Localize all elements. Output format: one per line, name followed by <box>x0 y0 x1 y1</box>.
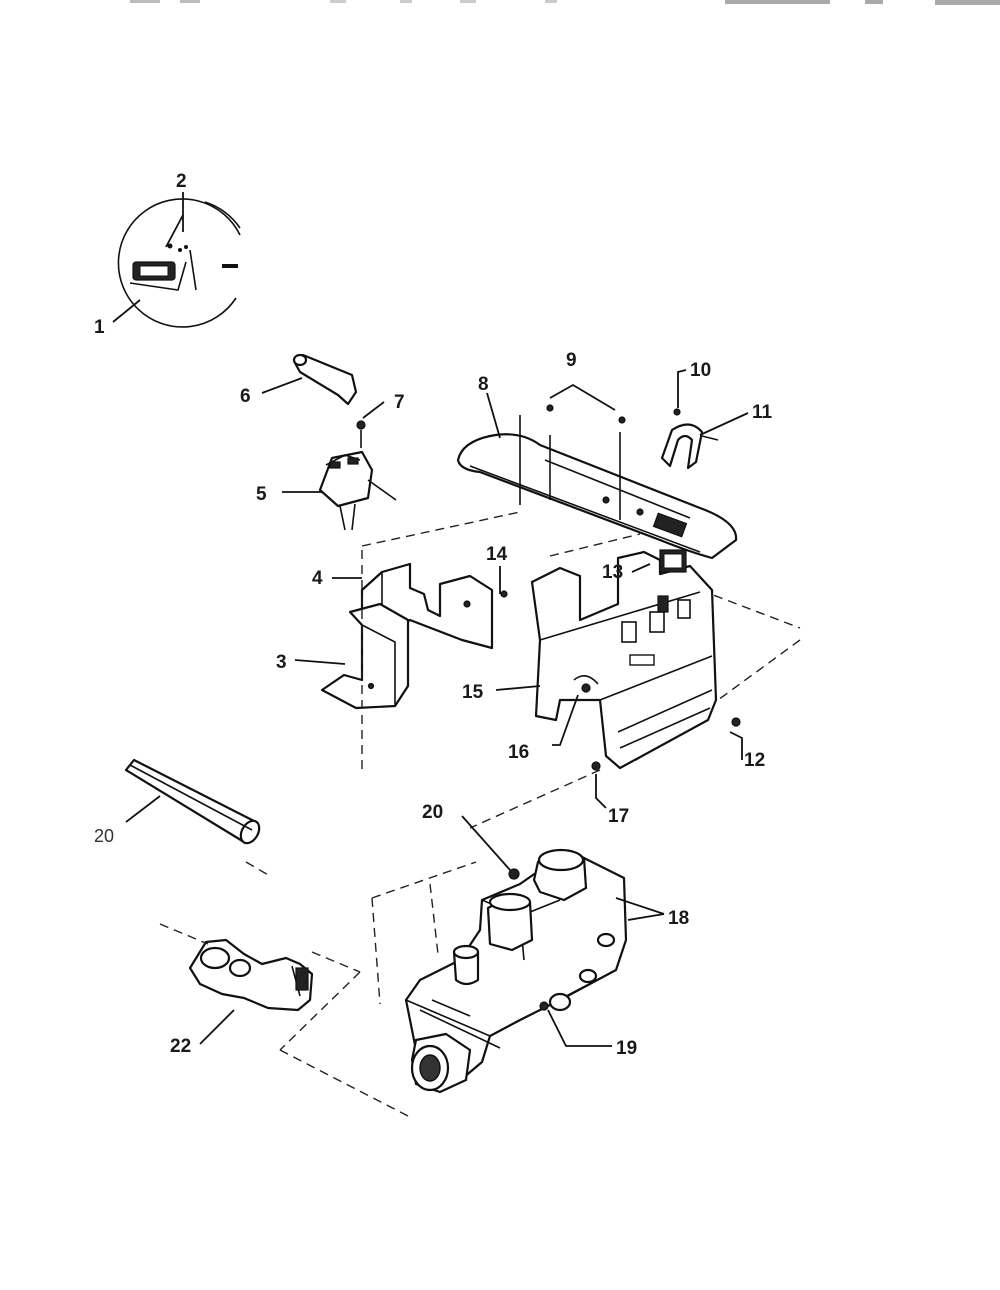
part-15-housing <box>530 549 718 770</box>
detail-inset <box>117 198 241 328</box>
part-7-screw <box>356 420 366 448</box>
callout-12: 12 <box>744 750 765 771</box>
leader-3 <box>294 659 346 665</box>
leader-20-tube <box>125 795 161 823</box>
callout-14: 14 <box>486 544 508 565</box>
callout-labels: 2 1 6 7 5 8 9 10 11 4 14 13 3 15 16 12 1… <box>94 171 773 1059</box>
callout-1: 1 <box>94 317 105 338</box>
leader-18 <box>615 897 665 921</box>
callout-9: 9 <box>566 350 577 371</box>
callout-5: 5 <box>256 484 267 505</box>
part-17-screw <box>591 761 607 809</box>
callout-22: 22 <box>170 1036 191 1057</box>
callout-20-valve: 20 <box>422 802 443 823</box>
callout-19: 19 <box>616 1038 637 1059</box>
callout-2: 2 <box>176 171 187 192</box>
callout-7: 7 <box>394 392 405 413</box>
leader-22 <box>199 1009 235 1045</box>
part-16-bolt <box>552 675 599 746</box>
part-3-mount-bracket <box>320 602 410 710</box>
leader-7 <box>362 401 385 419</box>
leader-8 <box>486 392 501 439</box>
alignment-lines-lower <box>159 861 477 1119</box>
part-11-clip <box>660 412 749 470</box>
callout-10: 10 <box>690 360 711 381</box>
part-8-top-plate <box>456 415 738 560</box>
callout-3: 3 <box>276 652 287 673</box>
part-14-screw <box>499 566 508 598</box>
part-6-lever <box>292 353 358 406</box>
callout-8: 8 <box>478 374 489 395</box>
scan-top-strip <box>130 0 1000 5</box>
leader-10 <box>677 369 687 408</box>
leader-20-valve <box>461 815 511 871</box>
leader-2 <box>165 192 184 248</box>
part-12-screw <box>729 717 743 760</box>
callout-4: 4 <box>312 568 323 589</box>
gas-valve-body <box>404 848 628 1094</box>
part-20-tube <box>124 758 261 845</box>
callout-16: 16 <box>508 742 529 763</box>
part-9-screws <box>546 383 626 424</box>
part-5-valve-assembly <box>318 450 397 531</box>
callout-6: 6 <box>240 386 251 407</box>
leader-6 <box>261 377 303 394</box>
callout-17: 17 <box>608 806 629 827</box>
callout-11: 11 <box>752 402 773 423</box>
leader-1 <box>112 299 141 323</box>
callout-18: 18 <box>668 908 689 929</box>
part-10-screw <box>673 408 681 416</box>
callout-15: 15 <box>462 682 484 703</box>
leader-15 <box>495 685 541 691</box>
leader-19 <box>547 1009 612 1047</box>
part-22-bracket <box>188 938 314 1012</box>
callout-13: 13 <box>602 562 623 583</box>
callout-20-tube: 20 <box>94 826 114 846</box>
leader-13 <box>631 563 651 573</box>
